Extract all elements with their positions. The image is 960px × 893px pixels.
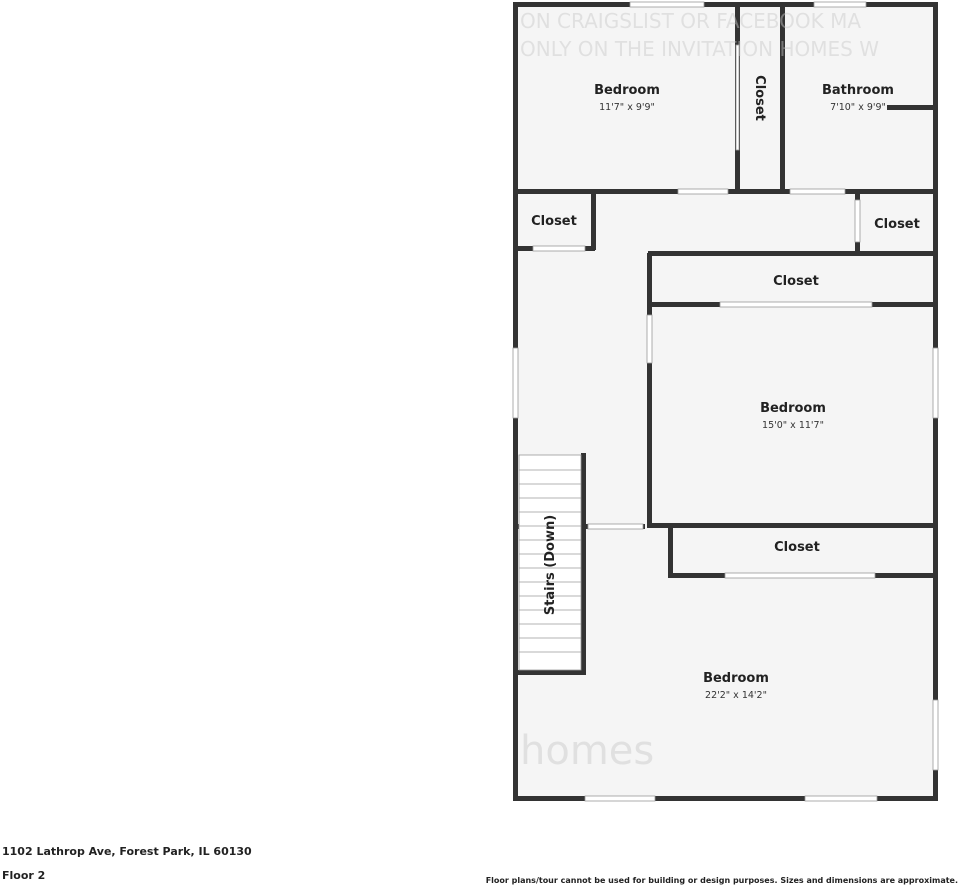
watermark-brand: homes <box>520 728 654 774</box>
watermark-line-2: ONLY ON THE INVITATION HOMES W <box>520 37 879 61</box>
stairs-label: Stairs (Down) <box>543 515 558 615</box>
bedroom-3-name: Bedroom <box>703 671 769 686</box>
bedroom-3-dims: 22'2" x 14'2" <box>705 690 767 701</box>
bedroom-2-dims: 15'0" x 11'7" <box>762 420 824 431</box>
bathroom-dims: 7'10" x 9'9" <box>830 102 886 113</box>
floor-label: Floor 2 <box>2 869 46 882</box>
bathroom-name: Bathroom <box>822 83 894 98</box>
closet-4-name: Closet <box>773 274 819 289</box>
closet-2-name: Closet <box>531 214 577 229</box>
bedroom-1-dims: 11'7" x 9'9" <box>599 102 655 113</box>
stairs-treads <box>518 454 582 671</box>
closet-1-name: Closet <box>752 75 767 121</box>
watermark-line-1: ON CRAIGSLIST OR FACEBOOK MA <box>520 9 861 33</box>
bedroom-2-name: Bedroom <box>760 401 826 416</box>
closet-5-name: Closet <box>774 540 820 555</box>
openings <box>512 1 939 802</box>
bedroom-1-name: Bedroom <box>594 83 660 98</box>
disclaimer-text: Floor plans/tour cannot be used for buil… <box>485 876 958 885</box>
address-label: 1102 Lathrop Ave, Forest Park, IL 60130 <box>2 845 252 858</box>
closet-3-name: Closet <box>874 217 920 232</box>
